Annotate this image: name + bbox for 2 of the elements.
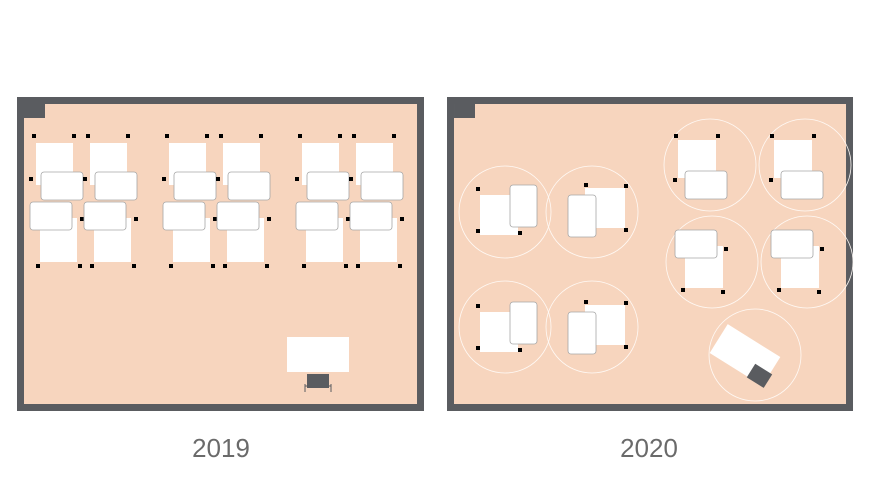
year-label: 2019 (193, 438, 249, 458)
year-label: 2020 (621, 438, 677, 458)
